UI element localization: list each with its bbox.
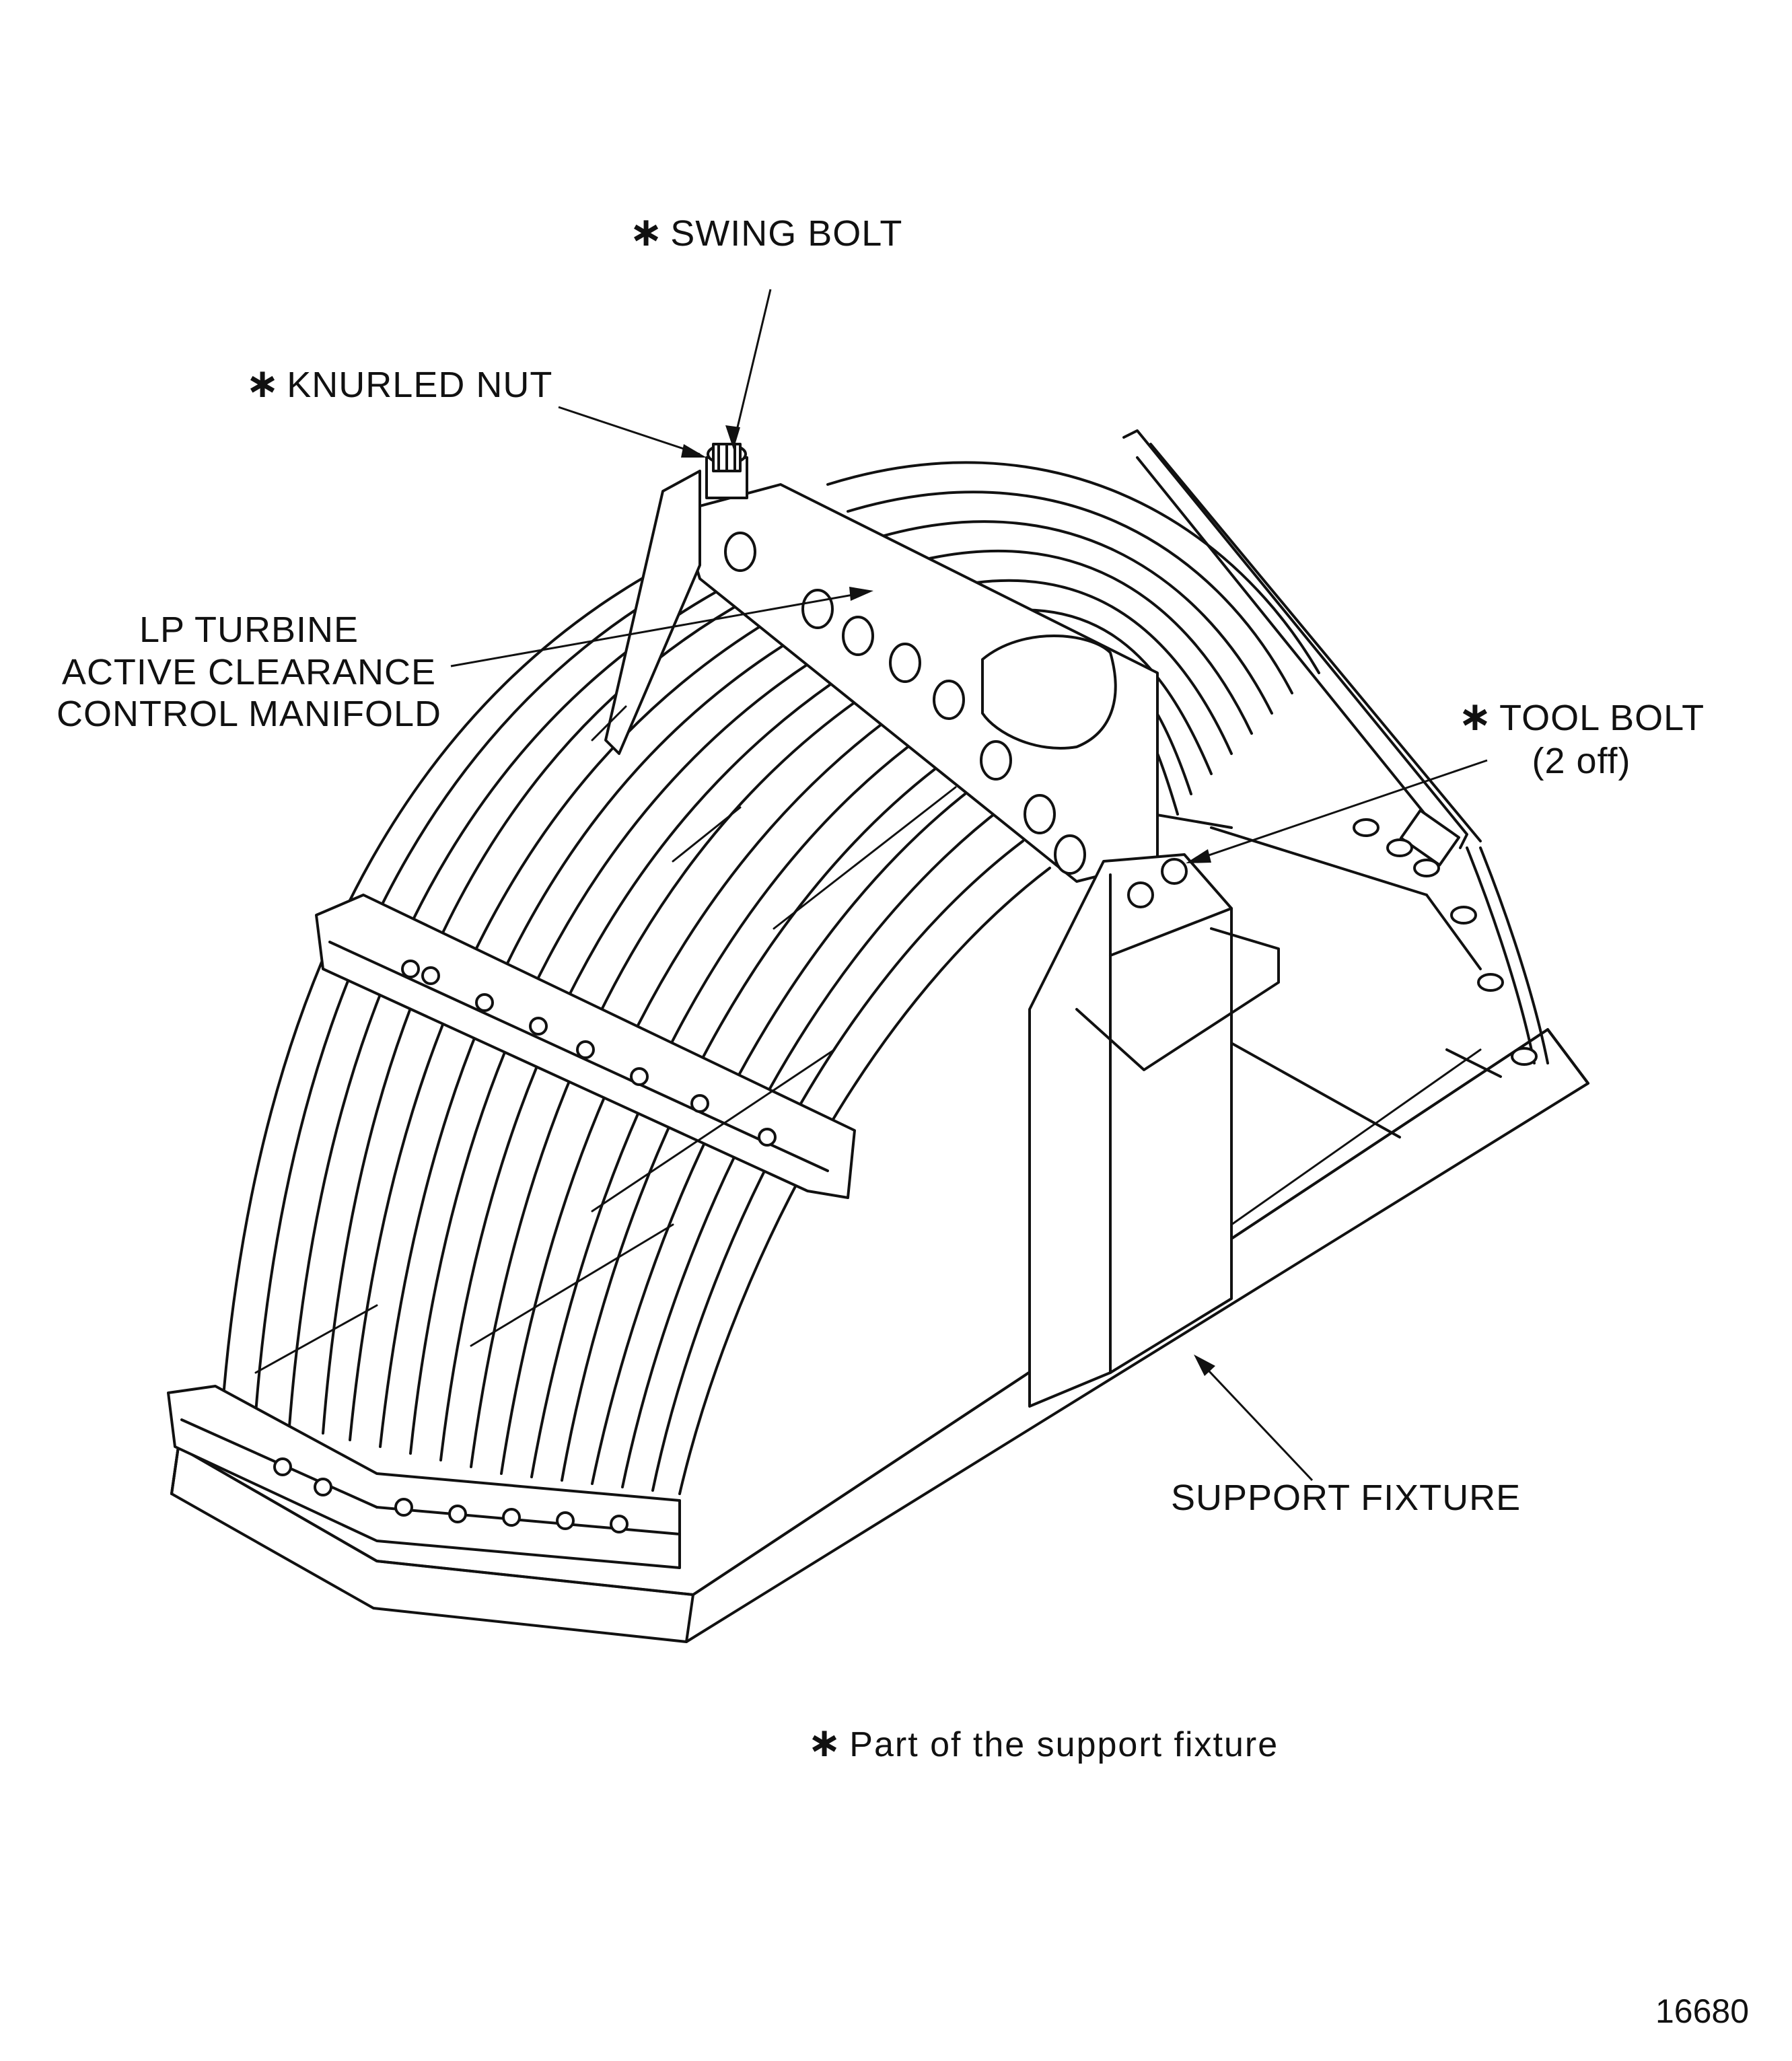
support-fixture-label: SUPPORT FIXTURE xyxy=(1171,1477,1521,1519)
manifold-label-line3: CONTROL MANIFOLD xyxy=(56,694,442,735)
swing-bolt-label: ∗SWING BOLT xyxy=(629,209,902,256)
manifold-label-line2: ACTIVE CLEARANCE xyxy=(61,651,437,692)
swing-bolt-text: SWING BOLT xyxy=(670,213,903,254)
tool-bolt-text: TOOL BOLT xyxy=(1499,698,1705,738)
left-end-bracket xyxy=(604,443,748,755)
knurled-nut-label: ∗KNURLED NUT xyxy=(246,360,552,407)
right-clamp-assembly xyxy=(1353,809,1549,1066)
tool-bolt-label: ∗TOOL BOLT (2 off) xyxy=(1454,693,1709,782)
asterisk-icon: ∗ xyxy=(808,1720,843,1765)
manifold-label: LP TURBINE ACTIVE CLEARANCE CONTROL MANI… xyxy=(50,609,447,735)
front-lower-clamp xyxy=(167,1385,681,1569)
leader-lines xyxy=(450,289,1488,1482)
footnote-text: Part of the support fixture xyxy=(849,1725,1279,1764)
manifold-label-line1: LP TURBINE xyxy=(139,610,359,650)
tube-clamp xyxy=(315,894,856,1199)
asterisk-icon: ∗ xyxy=(629,209,664,254)
manifold-block xyxy=(678,483,1159,883)
support-fixture-text: SUPPORT FIXTURE xyxy=(1171,1478,1521,1518)
support-upright xyxy=(1028,853,1280,1408)
base-plate xyxy=(170,1028,1589,1643)
asterisk-icon: ∗ xyxy=(1458,694,1493,739)
upper-right-rail xyxy=(1122,429,1482,849)
tool-bolt-quantity: (2 off) xyxy=(1532,740,1631,781)
figure-number: 16680 xyxy=(1655,1992,1750,2030)
inner-frame xyxy=(254,705,1482,1374)
footnote: ∗Part of the support fixture xyxy=(808,1719,1279,1766)
knurled-nut-text: KNURLED NUT xyxy=(287,365,553,405)
asterisk-icon: ∗ xyxy=(246,361,281,406)
